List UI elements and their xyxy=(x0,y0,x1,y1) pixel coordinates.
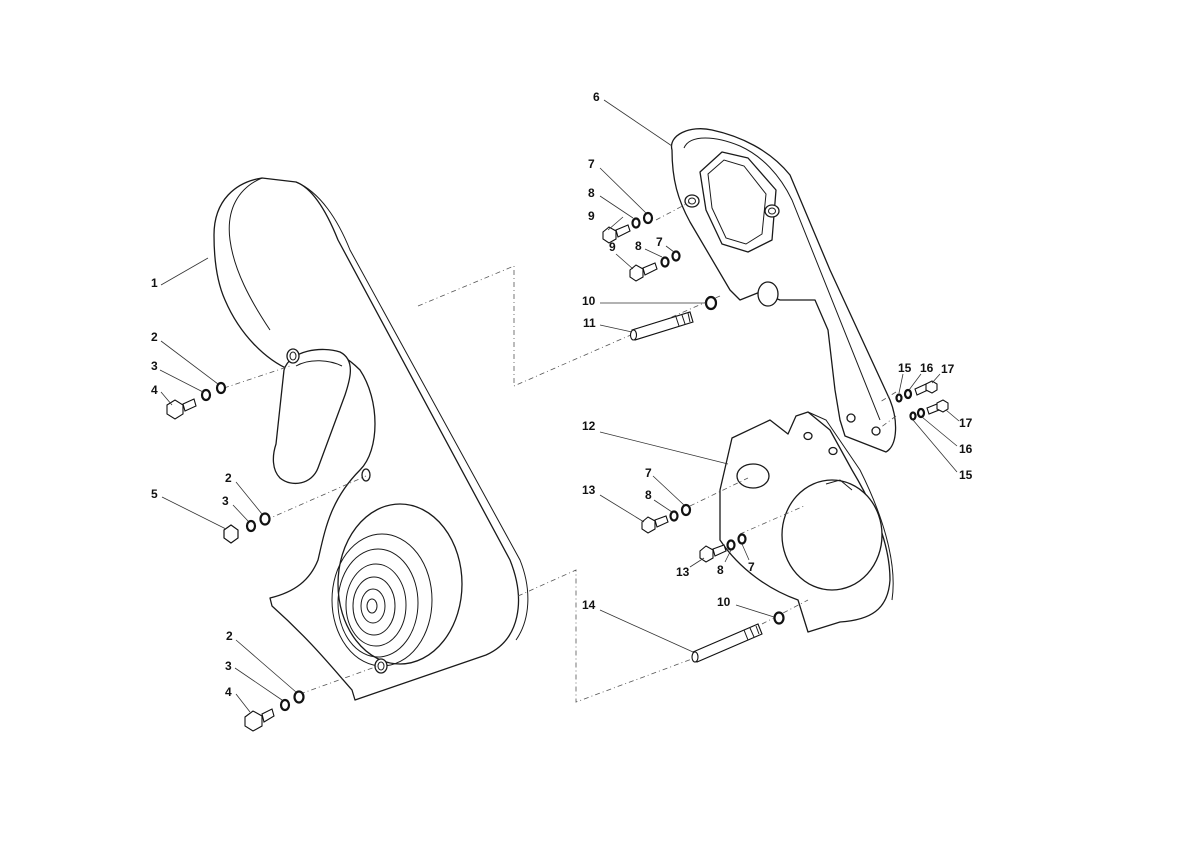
callout-1: 1 xyxy=(151,276,158,290)
leader-lines xyxy=(159,99,960,713)
callout-17: 17 xyxy=(941,362,955,376)
callout-5: 5 xyxy=(151,487,158,501)
callout-4: 4 xyxy=(151,383,158,397)
bolt-4-top xyxy=(166,398,197,420)
callout-2: 2 xyxy=(151,330,158,344)
callout-2: 2 xyxy=(226,629,233,643)
fasteners xyxy=(166,211,949,732)
callout-3: 3 xyxy=(151,359,158,373)
callout-12: 12 xyxy=(582,419,596,433)
bolt-4-bottom xyxy=(244,708,275,732)
stud-14 xyxy=(691,623,763,663)
callout-8: 8 xyxy=(717,563,724,577)
nut-5 xyxy=(223,524,239,544)
callout-13: 13 xyxy=(582,483,596,497)
upper-inner-plate xyxy=(671,128,897,453)
bolt-9-top xyxy=(602,224,631,244)
callout-15: 15 xyxy=(959,468,973,482)
callout-7: 7 xyxy=(748,560,755,574)
callout-13: 13 xyxy=(676,565,690,579)
callout-4: 4 xyxy=(225,685,232,699)
callout-2: 2 xyxy=(225,471,232,485)
callout-3: 3 xyxy=(222,494,229,508)
callout-8: 8 xyxy=(645,488,652,502)
callout-6: 6 xyxy=(593,90,600,104)
callout-15: 15 xyxy=(898,361,912,375)
alignment-centerlines xyxy=(223,201,897,703)
lower-inner-plate xyxy=(719,411,894,633)
bolt-13-top xyxy=(641,515,669,534)
callout-14: 14 xyxy=(582,598,596,612)
callout-7: 7 xyxy=(588,157,595,171)
bolt-17-bottom xyxy=(926,399,949,415)
callout-8: 8 xyxy=(635,239,642,253)
callout-16: 16 xyxy=(920,361,934,375)
callout-labels: 1 2 3 4 2 3 5 2 3 4 6 7 8 9 9 8 7 10 11 … xyxy=(151,90,973,699)
callout-10: 10 xyxy=(717,595,731,609)
stud-11 xyxy=(629,311,694,341)
outer-belt-cover xyxy=(213,177,529,701)
bolt-13-bottom xyxy=(699,544,727,563)
callout-7: 7 xyxy=(656,235,663,249)
callout-17: 17 xyxy=(959,416,973,430)
bolt-9-bottom xyxy=(629,262,658,282)
callout-9: 9 xyxy=(609,240,616,254)
callout-3: 3 xyxy=(225,659,232,673)
callout-7: 7 xyxy=(645,466,652,480)
callout-16: 16 xyxy=(959,442,973,456)
bolt-17-top xyxy=(914,380,938,396)
callout-8: 8 xyxy=(588,186,595,200)
callout-10: 10 xyxy=(582,294,596,308)
callout-9: 9 xyxy=(588,209,595,223)
callout-11: 11 xyxy=(583,316,596,330)
